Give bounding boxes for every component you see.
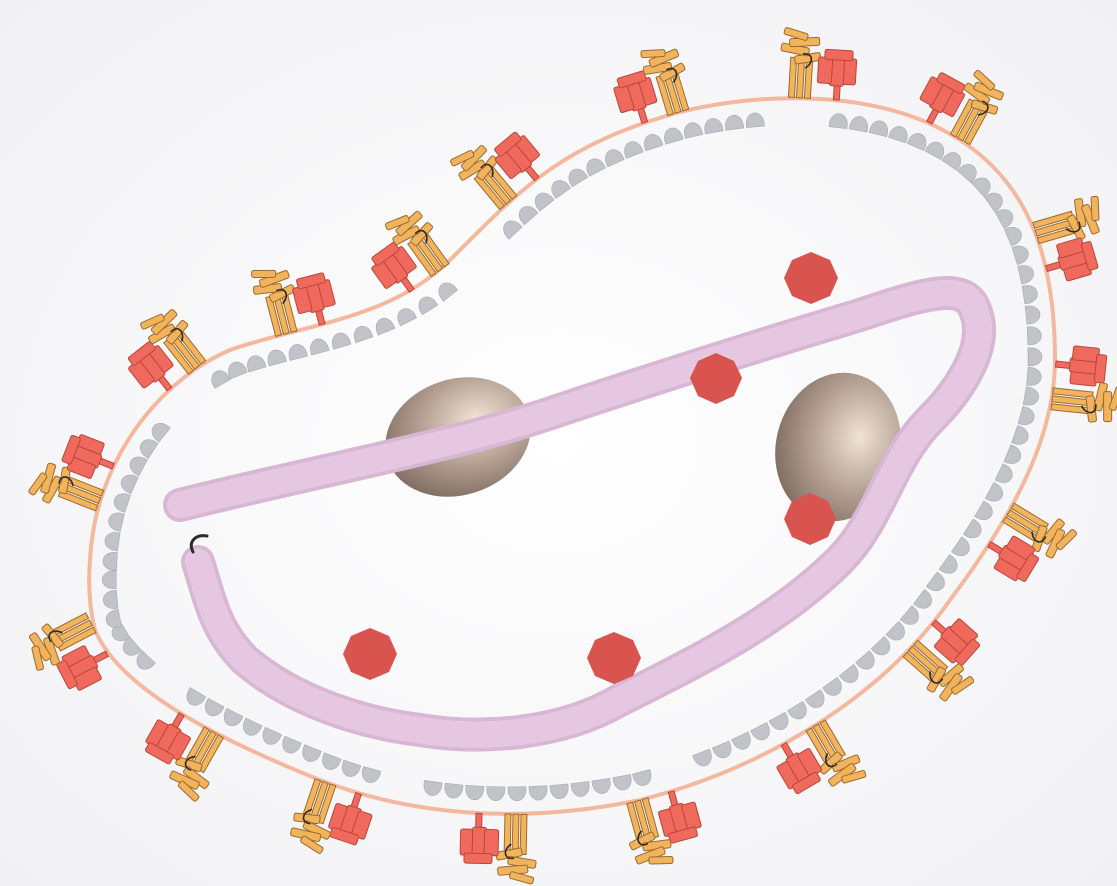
virus-diagram bbox=[0, 0, 1117, 886]
virus-illustration-svg bbox=[0, 0, 1117, 886]
